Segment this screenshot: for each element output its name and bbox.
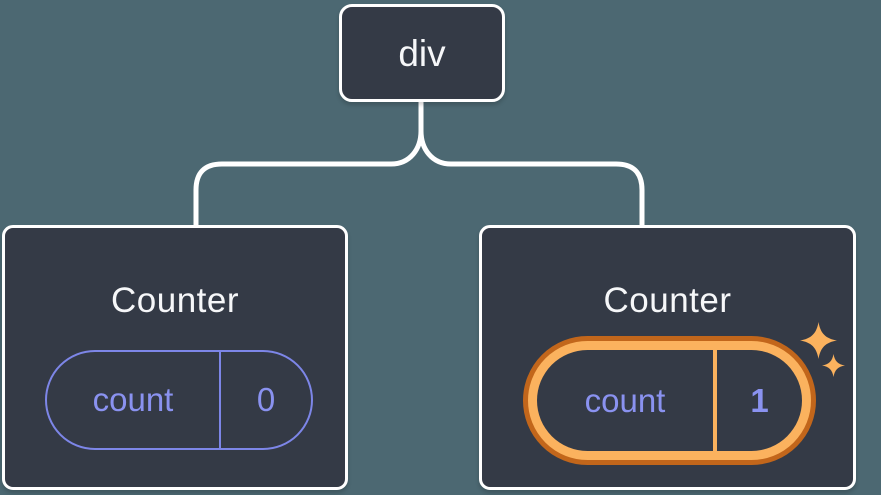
- state-highlight-ring: count 1: [523, 336, 816, 465]
- state-value-label: 1: [750, 381, 769, 419]
- state-pill-count-0: count 0: [45, 350, 313, 450]
- counter-card-right: Counter count 1: [479, 225, 856, 490]
- state-pill-count-1: count 1: [537, 350, 802, 451]
- root-node-div: div: [339, 4, 505, 102]
- sparkles-icon: [800, 322, 845, 377]
- state-value-label: 0: [256, 381, 276, 418]
- counter-card-left: Counter count 0: [2, 225, 348, 490]
- root-node-label: div: [398, 32, 446, 74]
- state-key-label: count: [47, 352, 221, 448]
- state-key-label: count: [537, 350, 717, 451]
- counter-card-right-title: Counter: [603, 281, 732, 320]
- counter-card-left-title: Counter: [110, 281, 240, 320]
